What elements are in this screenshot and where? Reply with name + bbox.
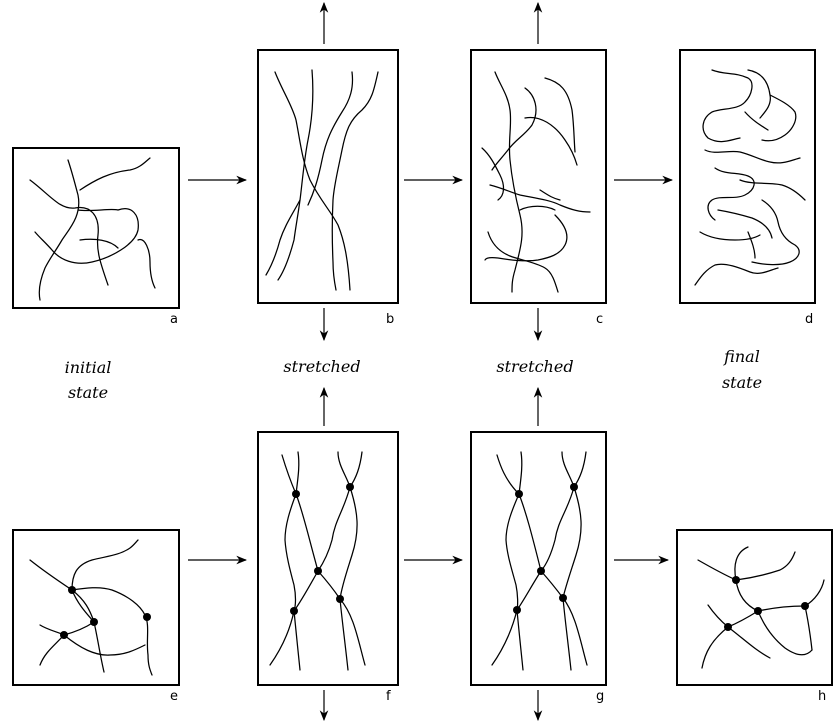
crosslink-node: [732, 576, 740, 584]
panel-c-label: c: [596, 312, 603, 327]
panel-b: b: [258, 50, 398, 327]
crosslink-node: [90, 618, 98, 626]
panel-h: h: [677, 530, 832, 704]
crosslink-node: [314, 567, 322, 575]
crosslink-node: [346, 483, 354, 491]
caption-stretched-c: stretched: [496, 357, 573, 376]
crosslink-node: [515, 490, 523, 498]
caption-initial-line2: state: [68, 383, 108, 402]
crosslink-node: [724, 623, 732, 631]
panel-d-frame: [680, 50, 815, 303]
caption-final-line1: final: [723, 347, 760, 366]
crosslink-node: [801, 602, 809, 610]
panel-e: e: [13, 530, 179, 704]
panel-f-label: f: [386, 689, 391, 704]
panel-e-label: e: [170, 689, 178, 704]
panel-b-frame: [258, 50, 398, 303]
caption-stretched-b: stretched: [283, 357, 360, 376]
panel-f: f: [258, 432, 398, 704]
panel-g-frame: [471, 432, 606, 685]
crosslink-node: [754, 607, 762, 615]
crosslink-node: [336, 595, 344, 603]
crosslink-node: [537, 567, 545, 575]
panel-a-frame: [13, 148, 179, 308]
panel-c: c: [471, 50, 606, 327]
crosslink-node: [290, 607, 298, 615]
panel-d-label: d: [805, 312, 813, 327]
crosslink-node: [143, 613, 151, 621]
panel-a-label: a: [170, 312, 178, 327]
crosslink-node: [513, 606, 521, 614]
caption-final-line2: state: [722, 373, 762, 392]
panel-f-frame: [258, 432, 398, 685]
panel-b-label: b: [386, 312, 394, 327]
panel-a: a: [13, 148, 179, 327]
caption-initial-line1: initial: [65, 358, 112, 377]
panel-h-frame: [677, 530, 832, 685]
panel-g-label: g: [596, 689, 604, 704]
crosslink-node: [60, 631, 68, 639]
crosslink-node: [559, 594, 567, 602]
crosslink-node: [68, 586, 76, 594]
panel-g: g: [471, 432, 606, 704]
panel-d: d: [680, 50, 815, 327]
panel-e-frame: [13, 530, 179, 685]
captions: initial state stretched stretched final …: [65, 347, 762, 402]
crosslink-node: [570, 483, 578, 491]
panel-h-label: h: [818, 689, 826, 704]
crosslink-node: [292, 490, 300, 498]
